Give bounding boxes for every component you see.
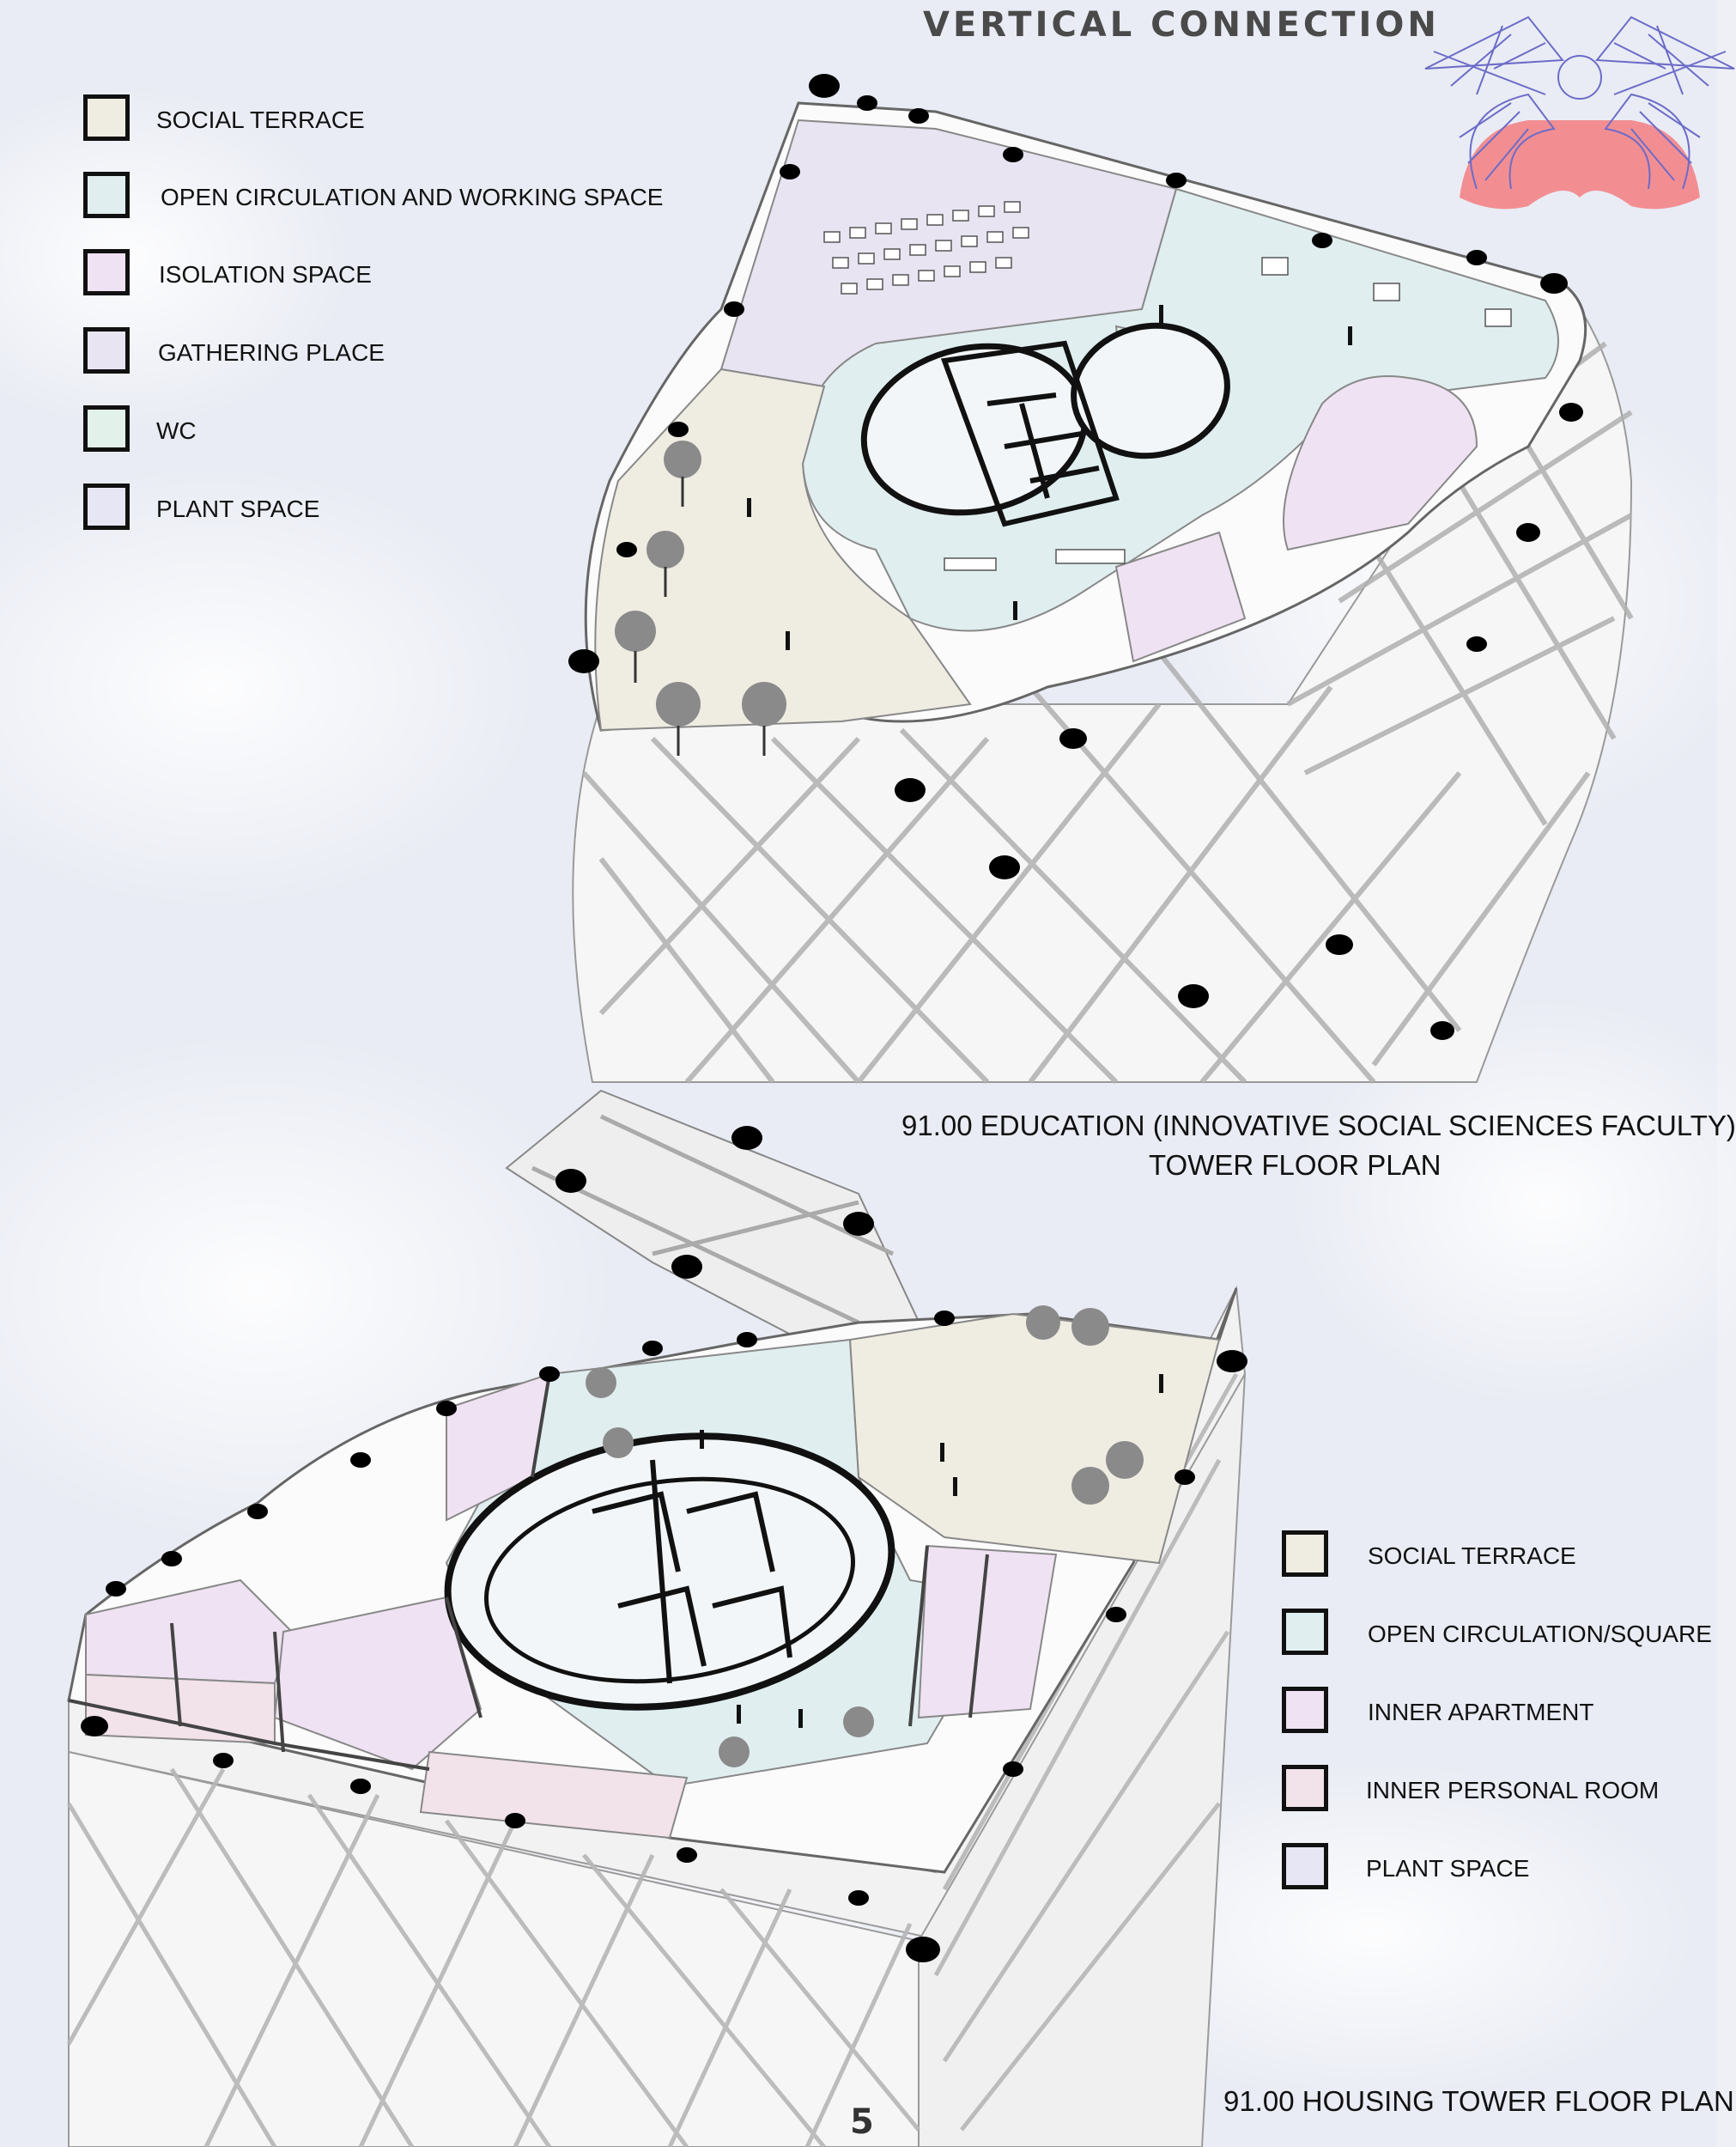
legend-label: PLANT SPACE: [156, 496, 320, 522]
legend-label: ISOLATION SPACE: [159, 261, 372, 288]
person-icon: [700, 1374, 1163, 1728]
isolation-space: [1114, 531, 1247, 663]
legend-label: SOCIAL TERRACE: [156, 106, 365, 133]
legend-swatch: [83, 327, 130, 374]
inner-apartment: [917, 1544, 1058, 1719]
education-plan-caption: 91.00 EDUCATION (INNOVATIVE SOCIAL SCIEN…: [901, 1110, 1736, 1141]
tree-icon: [615, 441, 786, 727]
legend-label: GATHERING PLACE: [158, 339, 385, 366]
legend-swatch: [1282, 1843, 1328, 1889]
legend-label: WC: [156, 417, 197, 444]
diagrid-node-icon: [81, 1126, 1247, 1962]
isolation-space: [1283, 375, 1478, 551]
page-number: 5: [850, 2102, 874, 2142]
legend-swatch: [83, 172, 130, 218]
page-title: VERTICAL CONNECTION: [923, 5, 1440, 45]
legend-label: SOCIAL TERRACE: [1368, 1542, 1576, 1569]
legend-swatch: [1282, 1687, 1328, 1733]
legend-label: PLANT SPACE: [1366, 1855, 1530, 1882]
legend-label: INNER APARTMENT: [1368, 1699, 1594, 1725]
legend-swatch: [83, 249, 130, 295]
central-core: [1071, 322, 1230, 459]
legend-swatch: [83, 94, 130, 141]
legend-swatch: [1282, 1765, 1328, 1811]
legend-swatch: [83, 484, 130, 530]
legend-label: OPEN CIRCULATION/SQUARE: [1368, 1621, 1712, 1647]
inner-personal-room: [419, 1750, 689, 1840]
legend-swatch: [83, 405, 130, 452]
legend-swatch: [1282, 1609, 1328, 1655]
tree-icon: [586, 1305, 1144, 1767]
legend-label: INNER PERSONAL ROOM: [1366, 1777, 1660, 1803]
legend-swatch: [1282, 1530, 1328, 1577]
inner-apartment: [273, 1596, 483, 1771]
diagrid-node-icon: [568, 74, 1583, 1040]
education-plan-caption-line2: TOWER FLOOR PLAN: [1149, 1149, 1442, 1181]
person-icon: [747, 305, 1352, 650]
housing-plan-caption: 91.00 HOUSING TOWER FLOOR PLAN: [1223, 2085, 1734, 2117]
legend-label: OPEN CIRCULATION AND WORKING SPACE: [161, 184, 664, 210]
